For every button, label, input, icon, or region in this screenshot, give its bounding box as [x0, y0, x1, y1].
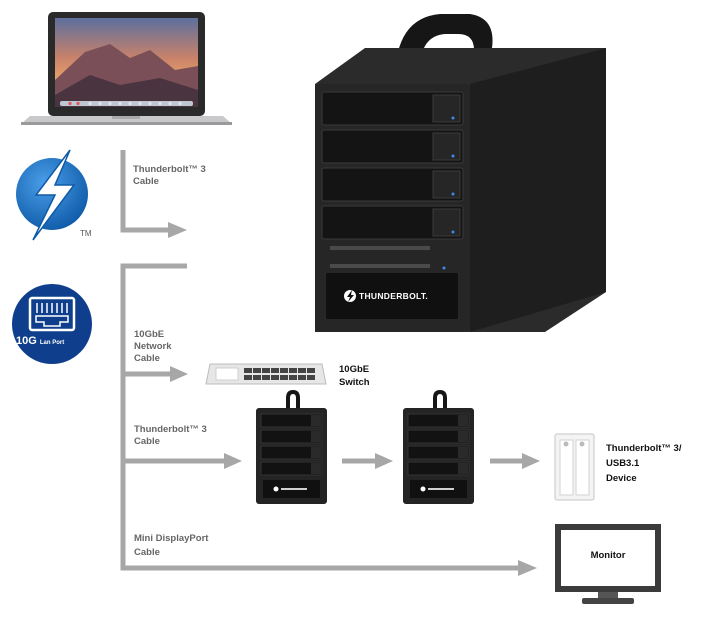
thunderbolt-cable-label-line1: Thunderbolt™ 3: [133, 164, 206, 175]
network-cable-label-line1: 10GbE: [134, 329, 165, 340]
mdp-cable-label-line1: Mini DisplayPort: [134, 533, 209, 544]
mdp-cable-label-line2: Cable: [134, 547, 160, 558]
network-cable-label-line2: Network: [134, 341, 172, 352]
network-cable-label-line3: Cable: [134, 353, 160, 364]
device-label-line1: Thunderbolt™ 3/: [606, 443, 682, 454]
mdp-cable-label: Mini DisplayPort Cable: [134, 532, 208, 560]
daisy-chain-cable-label-line1: Thunderbolt™ 3: [134, 424, 207, 435]
arrow-to-enclosure-2: [375, 453, 393, 469]
lan-badge-speed: 10G: [16, 335, 37, 347]
daisy-chain-cable-label-line2: Cable: [134, 436, 160, 447]
switch-label-line2: Switch: [339, 377, 370, 388]
arrow-to-enclosure-1: [224, 453, 242, 469]
laptop-connector-line: [120, 150, 170, 233]
network-cable-label: 10GbE Network Cable: [134, 329, 171, 365]
monitor-label: Monitor: [590, 550, 626, 561]
switch-label: 10GbE Switch: [339, 363, 370, 389]
arrow-to-device: [522, 453, 540, 469]
daisy-chain-cable-label: Thunderbolt™ 3 Cable: [134, 424, 207, 448]
arrow-to-switch: [170, 366, 188, 382]
device-label-line2: USB3.1: [606, 458, 640, 469]
device-label-line3: Device: [606, 473, 637, 484]
thunderbolt-cable-label: Thunderbolt™ 3 Cable: [133, 164, 206, 188]
arrow-to-enclosure: [168, 222, 187, 238]
device-label: Thunderbolt™ 3/ USB3.1 Device: [606, 441, 681, 486]
trademark-mark: TM: [80, 229, 92, 238]
lan-badge-text: 10G Lan Port: [16, 335, 64, 347]
enclosure-brand-label: THUNDERBOLT.: [359, 291, 429, 301]
switch-label-line1: 10GbE: [339, 364, 370, 375]
arrow-to-monitor: [518, 560, 537, 576]
lan-badge-port: Lan Port: [39, 340, 65, 346]
main-trunk-line: [120, 263, 520, 571]
thunderbolt-cable-label-line2: Cable: [133, 176, 159, 187]
